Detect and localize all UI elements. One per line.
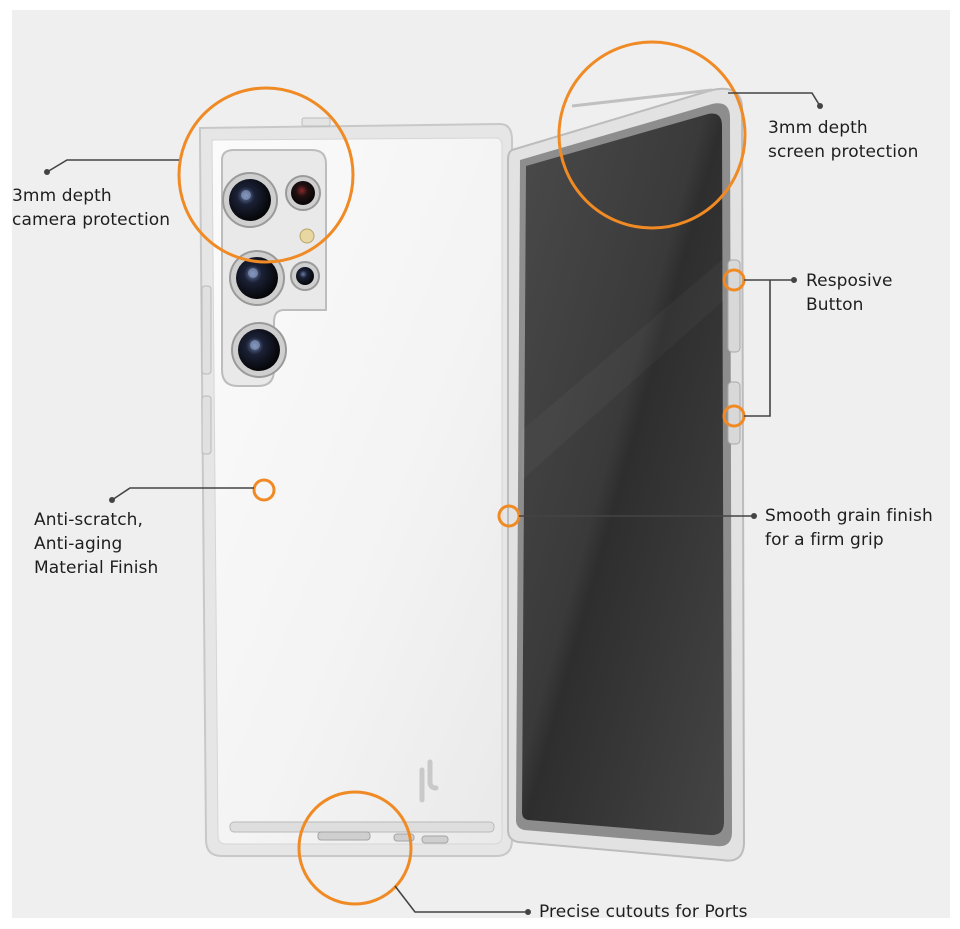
screen-leader — [728, 92, 821, 107]
camera-lenses — [222, 172, 321, 378]
button-leader-bottom — [744, 280, 771, 417]
camera-protection-label: 3mm depth camera protection — [12, 186, 171, 230]
phone-case-illustration — [44, 40, 823, 915]
brand-logo — [419, 759, 439, 803]
screen-highlight-circle — [557, 40, 747, 230]
ports-highlight-circle — [297, 790, 413, 906]
ports-leader — [394, 885, 528, 913]
camera-highlight-circle — [177, 86, 355, 264]
leader-dots — [44, 103, 823, 915]
responsive-button-label: Resposive Button — [806, 271, 893, 315]
leader-lines — [46, 92, 821, 913]
highlight-circles — [177, 40, 747, 906]
material-highlight-circle — [252, 478, 276, 502]
grip-finish-label: Smooth grain finish for a firm grip — [765, 506, 933, 550]
material-finish-label: Anti-scratch, Anti-aging Material Finish — [34, 510, 159, 578]
case-back-view — [199, 117, 513, 857]
ports-cutouts-label: Precise cutouts for Ports — [539, 902, 748, 918]
screen-protection-label: 3mm depth screen protection — [768, 118, 919, 162]
camera-leader — [46, 159, 179, 173]
product-infographic: 3mm depth camera protection 3mm depth sc… — [12, 10, 950, 918]
case-front-view — [507, 87, 746, 862]
material-leader — [111, 487, 254, 501]
